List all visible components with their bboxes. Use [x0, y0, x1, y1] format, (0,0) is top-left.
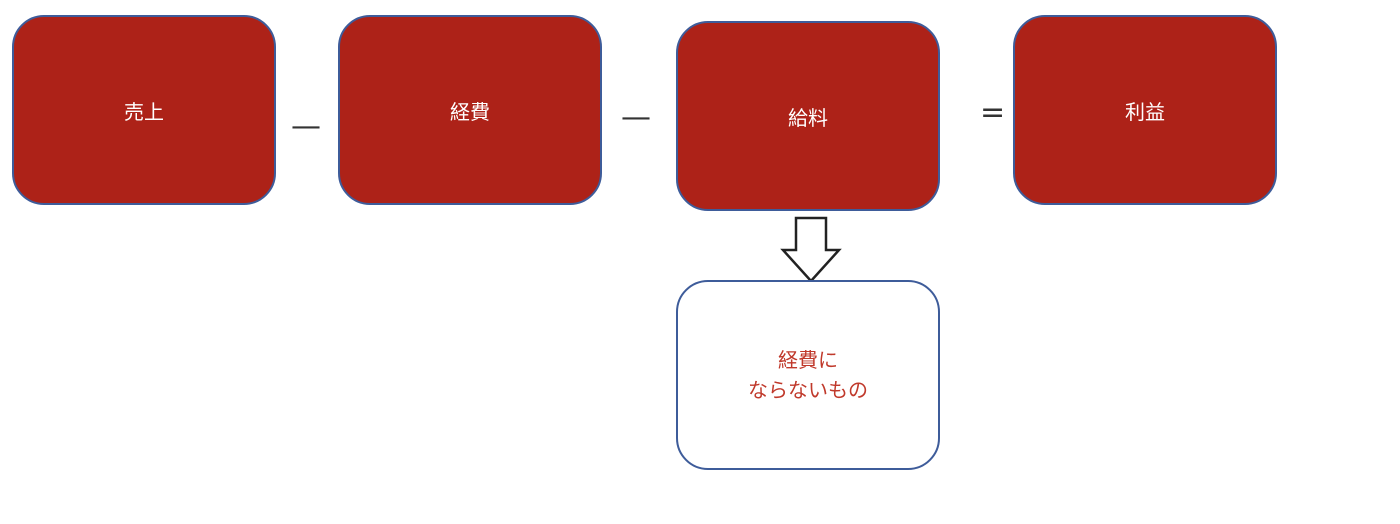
- equals-operator: =: [980, 95, 1006, 130]
- minus-operator-2: —: [621, 100, 651, 135]
- salary-label: 給料: [788, 105, 828, 130]
- profit-label: 利益: [1125, 99, 1165, 124]
- profit-box: 利益: [1013, 15, 1277, 205]
- expenses-box: 経費: [338, 15, 602, 205]
- sales-label: 売上: [124, 99, 164, 124]
- non-expense-note-label: 経費に ならないもの: [748, 348, 868, 402]
- down-arrow-icon: [780, 216, 842, 283]
- salary-box: 給料: [676, 21, 940, 211]
- non-expense-note-box: 経費に ならないもの: [676, 280, 940, 470]
- expenses-label: 経費: [450, 99, 490, 124]
- sales-box: 売上: [12, 15, 276, 205]
- minus-operator-1: —: [291, 109, 321, 144]
